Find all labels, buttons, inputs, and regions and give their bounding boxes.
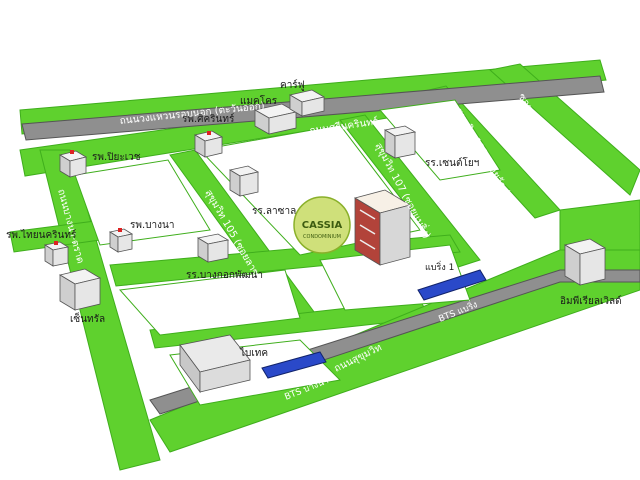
imperial-building [563, 238, 607, 286]
label-central: เซ็นทรัล [70, 311, 105, 325]
bkkpattana-building [196, 233, 230, 263]
label-bkkpattana: รร.บางกอกพัฒนา [186, 270, 263, 281]
sikarin-building [193, 130, 224, 158]
label-imperial: อิมพีเรียลเวิลด์ [560, 295, 622, 307]
paiyavej-building [58, 150, 88, 178]
label-paiyavej: รพ.ปิยะเวช [92, 152, 141, 163]
makro-building [253, 103, 298, 135]
buildings [43, 89, 607, 394]
lasalle-building [228, 165, 260, 197]
bts-bearing-train [417, 269, 487, 301]
bts-bangna-train [261, 351, 327, 379]
bts-trains [261, 269, 487, 379]
label-thai-nakarin: รพ.ไทยนครินทร์ [6, 229, 77, 241]
label-makro: แมคโคร [240, 94, 278, 107]
label-lasalle: รร.ลาซาล [252, 206, 296, 217]
cassia-building [353, 189, 412, 266]
road-right [559, 199, 640, 251]
label-stjoseph: รร.เซนต์โยฯ [425, 156, 479, 169]
carrefour-building [288, 89, 326, 117]
cassia-logo: CASSIA CONDOMINIUM [293, 196, 351, 254]
bangna-hosp-building [108, 228, 134, 253]
label-bts-bearing-tag: แบริ่ง 1 [425, 260, 454, 273]
stjoseph-building [383, 125, 417, 159]
label-bitec: ไบเทค [239, 347, 268, 359]
road-soi-107 [339, 114, 481, 269]
cassia-sub: CONDOMINIUM [303, 234, 341, 240]
label-carrefour: คาร์ฟู [280, 79, 305, 91]
cassia-name: CASSIA [302, 220, 343, 231]
label-bangna-hosp: รพ.บางนา [130, 220, 174, 231]
road-sukhumvit [149, 249, 640, 453]
bitec-building [179, 334, 251, 394]
label-sikarin: รพ.ศิครินทร์ [182, 113, 235, 125]
central-building [58, 268, 102, 311]
thainakarin-building [43, 241, 70, 267]
